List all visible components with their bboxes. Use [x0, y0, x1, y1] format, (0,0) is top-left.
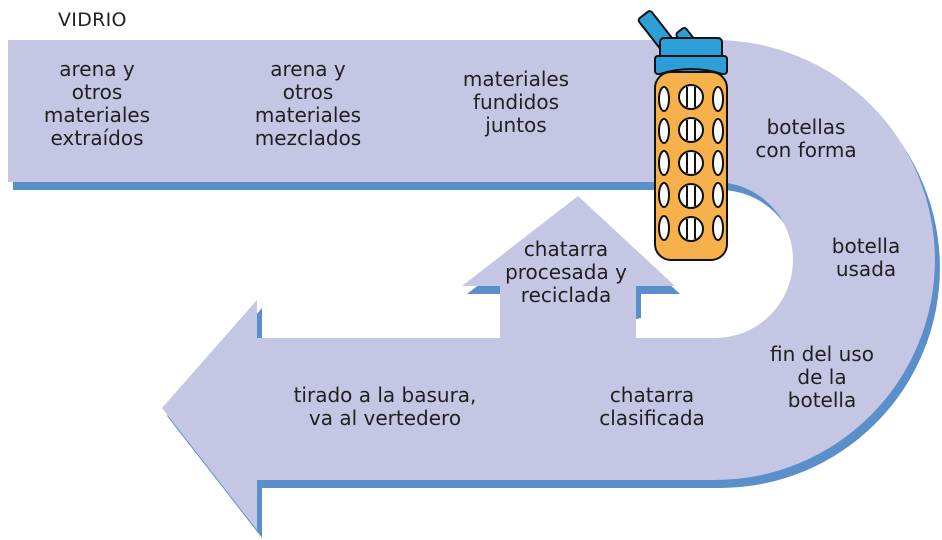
stage-end-of-use: fin del uso de la botella [770, 342, 874, 412]
stage-sorted: chatarra clasificada [599, 383, 705, 430]
stage-recycled: chatarra procesada y reciclada [505, 237, 627, 307]
stage-extracted: arena y otros materiales extraídos [43, 57, 151, 150]
stage-mixed: arena y otros materiales mezclados [254, 57, 362, 150]
stage-used: botella usada [831, 234, 901, 281]
water-bottle-icon [637, 10, 728, 261]
stage-melted: materiales fundidos juntos [462, 67, 570, 137]
stage-landfill: tirado a la basura, va al vertedero [293, 383, 477, 430]
diagram-title: VIDRIO [58, 9, 127, 31]
recycle-arrow [462, 196, 675, 345]
stage-shaped: botellas con forma [755, 115, 857, 162]
